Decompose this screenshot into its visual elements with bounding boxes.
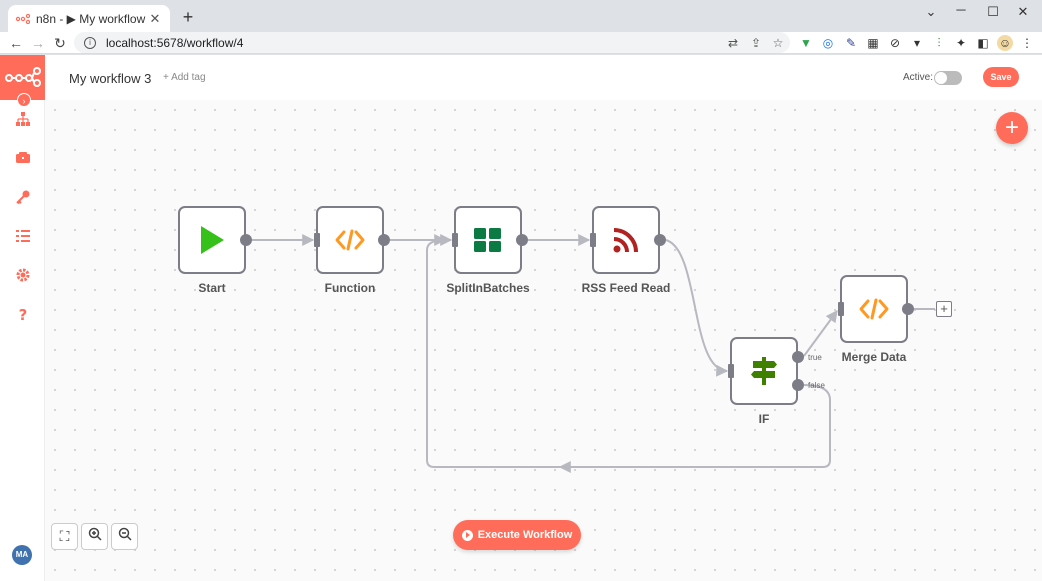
reload-icon[interactable]: ↻ xyxy=(54,35,66,51)
browser-toolbar: ← → ↻ i localhost:5678/workflow/4 ⇄ ⇪ ☆ … xyxy=(0,32,1042,54)
svg-text:?: ? xyxy=(19,306,28,323)
back-icon[interactable]: ← xyxy=(9,35,23,51)
workflow-name[interactable]: My workflow 3 xyxy=(69,71,152,86)
code-icon xyxy=(335,229,365,251)
code-icon xyxy=(859,298,889,320)
rss-icon xyxy=(613,228,638,253)
node-start[interactable] xyxy=(178,206,246,274)
workflows-icon[interactable] xyxy=(14,110,32,128)
site-info-icon[interactable]: i xyxy=(84,36,96,49)
new-tab-button[interactable]: + xyxy=(182,7,194,27)
execute-workflow-label: Execute Workflow xyxy=(477,529,573,541)
node-splitinbatches[interactable] xyxy=(454,206,522,274)
node-label-start: Start xyxy=(198,281,226,295)
side-panel-icon[interactable]: ◧ xyxy=(977,36,989,50)
share-icon[interactable]: ⇪ xyxy=(750,36,762,50)
extensions-puzzle-icon[interactable]: ✦ xyxy=(955,36,967,50)
if-true-label: true xyxy=(808,353,822,362)
node-label-function: Function xyxy=(324,281,376,295)
zoom-out-icon[interactable] xyxy=(111,523,138,550)
vue-devtools-icon[interactable]: ▼ xyxy=(800,36,812,50)
minimize-button[interactable]: ─ xyxy=(956,2,966,17)
translate-icon[interactable]: ⇄ xyxy=(727,36,739,50)
close-window-button[interactable]: ✕ xyxy=(1017,4,1029,19)
node-label-rss: RSS Feed Read xyxy=(581,281,671,295)
node-function[interactable] xyxy=(316,206,384,274)
sidebar: › ? MA xyxy=(0,55,45,581)
equalizer-icon[interactable]: ⫶ xyxy=(937,36,941,50)
address-bar[interactable]: i localhost:5678/workflow/4 xyxy=(74,32,790,53)
tab-title: n8n - ▶ My workflow 3 xyxy=(36,11,148,26)
execute-workflow-button[interactable]: Execute Workflow xyxy=(453,520,581,550)
tab-close-icon[interactable]: ✕ xyxy=(149,10,161,26)
node-rss-feed-read[interactable] xyxy=(592,206,660,274)
zoom-in-glyph xyxy=(88,527,102,541)
forward-icon[interactable]: → xyxy=(31,35,45,51)
add-tag-link[interactable]: + Add tag xyxy=(163,72,206,83)
more-menu-icon[interactable]: ⋮ xyxy=(1021,36,1033,50)
toggle-knob xyxy=(935,72,947,84)
if-input-port[interactable] xyxy=(728,364,734,378)
url-text: localhost:5678/workflow/4 xyxy=(106,35,244,50)
merge-output-port[interactable] xyxy=(902,303,914,315)
n8n-favicon xyxy=(16,13,30,24)
block-icon[interactable]: ⊘ xyxy=(889,36,901,50)
workflow-header: My workflow 3 + Add tag Active: Save xyxy=(45,55,1042,100)
play-circle-icon xyxy=(461,529,473,541)
if-false-label: false xyxy=(808,381,825,390)
merge-input-port[interactable] xyxy=(838,302,844,316)
expand-sidebar-chevron-icon[interactable]: › xyxy=(17,93,31,107)
zoom-out-glyph xyxy=(118,527,132,541)
add-node-button[interactable]: + xyxy=(996,112,1028,144)
zoom-in-icon[interactable] xyxy=(81,523,108,550)
play-icon xyxy=(201,226,224,254)
if-false-output-port[interactable] xyxy=(792,379,804,391)
grid-icon xyxy=(474,228,501,252)
settings-icon[interactable] xyxy=(14,266,32,284)
if-true-output-port[interactable] xyxy=(792,351,804,363)
maximize-button[interactable]: ☐ xyxy=(987,4,999,19)
executions-icon[interactable] xyxy=(14,227,32,245)
bookmark-star-icon[interactable]: ☆ xyxy=(772,36,784,50)
active-label: Active: xyxy=(903,72,934,83)
node-label-merge: Merge Data xyxy=(841,350,907,364)
active-toggle[interactable] xyxy=(934,71,962,85)
function-input-port[interactable] xyxy=(314,233,320,247)
browser-tabstrip: n8n - ▶ My workflow 3 ✕ + ⌄ ─ ☐ ✕ xyxy=(0,0,1042,32)
qr-code-icon[interactable]: ▦ xyxy=(867,36,879,50)
user-avatar[interactable]: MA xyxy=(12,545,32,565)
start-output-port[interactable] xyxy=(240,234,252,246)
help-icon[interactable]: ? xyxy=(14,305,32,323)
function-output-port[interactable] xyxy=(378,234,390,246)
add-next-node-button[interactable]: + xyxy=(936,301,952,317)
n8n-logo[interactable] xyxy=(0,55,45,100)
save-button[interactable]: Save xyxy=(983,67,1019,87)
node-if[interactable] xyxy=(730,337,798,405)
splitinbatches-output-port[interactable] xyxy=(516,234,528,246)
splitinbatches-input-port[interactable] xyxy=(452,233,458,247)
profile-avatar-icon[interactable]: ☺ xyxy=(997,35,1013,51)
eyedropper-icon[interactable]: ✎ xyxy=(845,36,857,50)
node-merge-data[interactable] xyxy=(840,275,908,343)
funnel-icon[interactable]: ▾ xyxy=(913,36,921,50)
node-label-splitinbatches: SplitInBatches xyxy=(446,281,530,295)
signpost-icon xyxy=(751,357,777,385)
extension-circle-icon[interactable]: ◎ xyxy=(822,36,834,50)
browser-tab[interactable]: n8n - ▶ My workflow 3 ✕ xyxy=(8,5,170,32)
chevron-down-icon[interactable]: ⌄ xyxy=(925,4,937,19)
rss-output-port[interactable] xyxy=(654,234,666,246)
credentials-icon[interactable] xyxy=(14,188,32,206)
rss-input-port[interactable] xyxy=(590,233,596,247)
node-label-if: IF xyxy=(758,412,770,426)
fit-view-icon[interactable]: ⛶ xyxy=(51,523,78,550)
templates-icon[interactable] xyxy=(14,149,32,167)
n8n-logo-icon xyxy=(5,67,41,87)
